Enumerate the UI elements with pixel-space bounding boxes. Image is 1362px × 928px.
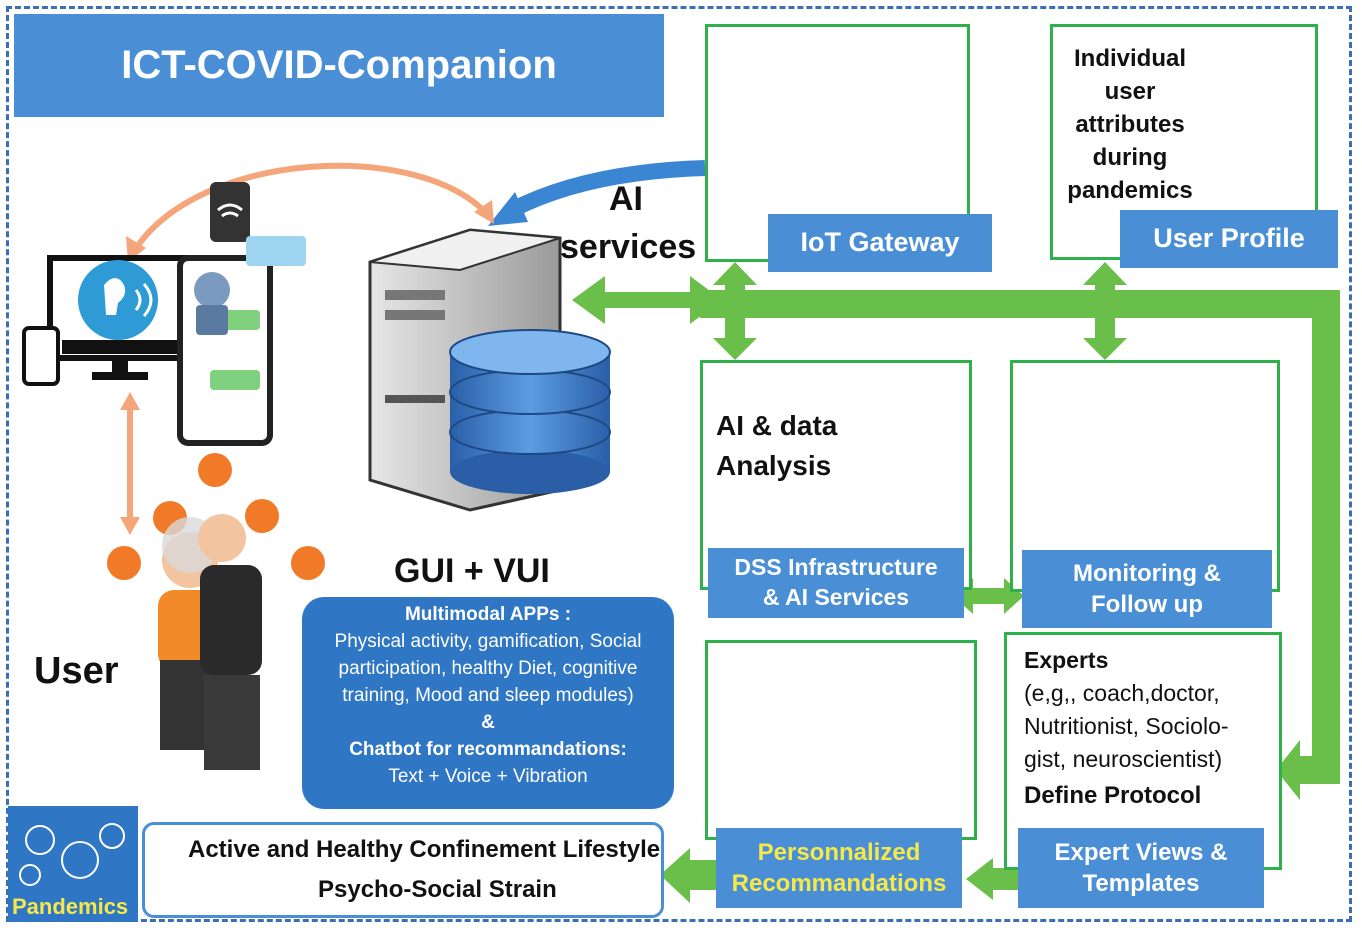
recommendations-label-line: Personnalized: [757, 838, 921, 866]
user-profile-description: Individual user attributes during pandem…: [1064, 42, 1196, 207]
apps-line: Physical activity, gamification, Social: [334, 631, 642, 652]
user-server-arrow: [132, 162, 491, 252]
ai-analysis-heading: AI & data Analysis: [716, 406, 837, 486]
ai-services-label-line1: AI: [609, 180, 643, 218]
expert-views-label: Expert Views & Templates: [1018, 828, 1264, 908]
positive-outcome-text: Active and Healthy Confinement Lifestyle: [188, 836, 661, 863]
recommendations-label-line: Recommandations: [731, 870, 947, 897]
user-profile-desc-line: user: [1104, 78, 1156, 105]
apps-chatbot-heading: Chatbot for recommandations:: [349, 739, 627, 760]
devices-icon: [22, 182, 306, 446]
experts-heading: Experts: [1024, 647, 1109, 673]
ai-analysis-heading-line: Analysis: [716, 450, 832, 481]
apps-line: training, Mood and sleep modules): [342, 685, 634, 706]
page-title: ICT-COVID-Companion: [14, 14, 664, 117]
user-label: User: [34, 650, 119, 692]
recommendations-box: [705, 640, 977, 840]
monitoring-label: Monitoring & Follow up: [1022, 550, 1272, 628]
experts-desc-line: gist, neuroscientist): [1024, 746, 1223, 772]
multimodal-apps-box: Multimodal APPs : Physical activity, gam…: [302, 597, 674, 809]
dss-infrastructure-label: DSS Infrastructure & AI Services: [708, 548, 964, 618]
database-icon: [449, 329, 611, 494]
monitoring-label-line: Follow up: [1091, 591, 1203, 618]
expert-views-label-line: Templates: [1082, 870, 1200, 897]
user-profile-label: User Profile: [1120, 210, 1338, 268]
personalized-recommendations-label: Personnalized Recommandations: [716, 828, 962, 908]
user-profile-desc-line: pandemics: [1067, 177, 1193, 204]
activity-icons: [107, 453, 325, 580]
negative-outcome-text: Psycho-Social Strain: [318, 876, 557, 903]
expert-views-label-line: Expert Views &: [1054, 838, 1228, 866]
define-protocol-label: Define Protocol: [1024, 782, 1202, 809]
user-profile-desc-line: attributes: [1075, 111, 1185, 138]
apps-ampersand: &: [481, 712, 495, 733]
dss-label-line: DSS Infrastructure: [734, 554, 938, 581]
ai-services-arrow: [508, 160, 706, 218]
elderly-couple-illustration: [158, 514, 262, 770]
monitoring-label-line: Monitoring &: [1073, 559, 1221, 587]
apps-line: participation, healthy Diet, cognitive: [338, 658, 638, 679]
apps-heading: Multimodal APPs :: [404, 604, 572, 625]
iot-gateway-label: IoT Gateway: [768, 214, 992, 272]
apps-modes: Text + Voice + Vibration: [388, 766, 588, 787]
ai-services-label-line2: services: [560, 228, 697, 266]
ai-analysis-heading-line: AI & data: [716, 410, 838, 441]
user-profile-desc-line: Individual: [1073, 45, 1186, 72]
experts-desc-line: Nutritionist, Sociolo-: [1024, 713, 1229, 739]
pandemics-panel: [8, 806, 138, 922]
diagram-frame: [6, 6, 1352, 922]
gui-vui-label: GUI + VUI: [394, 552, 550, 590]
pandemics-label: Pandemics: [12, 894, 129, 919]
outcome-box: [142, 822, 664, 918]
experts-desc-line: (e,g,, coach,doctor,: [1024, 680, 1220, 706]
green-bus-arrows: [572, 262, 1340, 903]
user-profile-desc-line: during: [1092, 144, 1168, 171]
dss-label-line: & AI Services: [762, 584, 910, 610]
experts-description: Experts (e,g,, coach,doctor, Nutritionis…: [1024, 644, 1229, 776]
